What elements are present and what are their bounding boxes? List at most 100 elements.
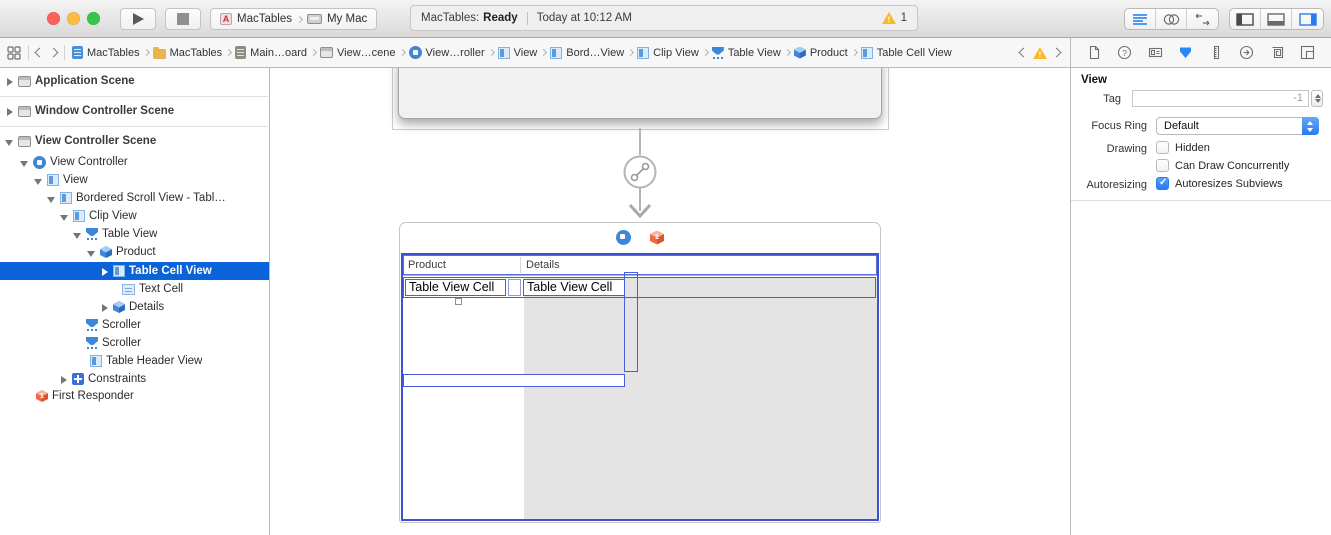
- outline-row-application-scene[interactable]: Application Scene: [0, 72, 269, 90]
- toggle-navigator-button[interactable]: [1230, 9, 1261, 29]
- minimize-window-button[interactable]: [67, 12, 80, 25]
- back-button[interactable]: [34, 47, 45, 58]
- assistant-editor-button[interactable]: [1156, 9, 1187, 29]
- outline-row-scroller-2[interactable]: Scroller: [0, 334, 269, 352]
- warning-icon[interactable]: !: [881, 12, 896, 24]
- outline-row-view-controller[interactable]: View Controller: [0, 153, 269, 171]
- tag-field[interactable]: -1: [1132, 90, 1309, 107]
- standard-editor-button[interactable]: [1125, 9, 1156, 29]
- scheme-selector[interactable]: A MacTables My Mac: [210, 8, 378, 30]
- ruler-icon: [1213, 45, 1219, 60]
- disclosure-triangle-icon[interactable]: [60, 212, 69, 221]
- tab-quick-help[interactable]: ?: [1114, 42, 1136, 64]
- view-controller-icon[interactable]: [616, 230, 631, 245]
- breadcrumb-item-group[interactable]: MacTables: [152, 46, 222, 59]
- view-controller-scene[interactable]: 1 Product Details Table View Cell Table …: [399, 222, 881, 523]
- disclosure-triangle-icon[interactable]: [73, 230, 82, 239]
- tab-attributes-inspector[interactable]: [1175, 42, 1197, 64]
- segue-connector[interactable]: [609, 128, 671, 220]
- related-items-icon[interactable]: [7, 45, 21, 60]
- outline-row-constraints[interactable]: Constraints: [0, 370, 269, 388]
- breadcrumb-item-scene[interactable]: View…cene: [320, 47, 396, 59]
- warning-icon[interactable]: !: [1033, 46, 1047, 59]
- breadcrumb-item-table-view[interactable]: Table View: [712, 47, 781, 59]
- breadcrumb-item-column[interactable]: Product: [793, 46, 848, 59]
- table-view-cell-product[interactable]: Table View Cell: [405, 279, 506, 296]
- tab-view-effects-inspector[interactable]: [1297, 42, 1319, 64]
- autoresizes-subviews-checkbox[interactable]: [1156, 177, 1169, 190]
- disclosure-triangle-icon[interactable]: [34, 176, 43, 185]
- table-header-row[interactable]: Product Details: [403, 255, 877, 276]
- outline-row-table-header-view[interactable]: Table Header View: [0, 352, 269, 370]
- table-view-cell-details[interactable]: Table View Cell: [523, 279, 625, 296]
- tab-identity-inspector[interactable]: [1144, 42, 1166, 64]
- table-view-selected[interactable]: Product Details Table View Cell Table Vi…: [401, 253, 879, 521]
- disclosure-triangle-icon[interactable]: [20, 158, 29, 167]
- outline-row-table-cell-view[interactable]: Table Cell View: [0, 262, 269, 280]
- hidden-checkbox[interactable]: [1156, 141, 1169, 154]
- outline-row-product-column[interactable]: Product: [0, 243, 269, 261]
- outline-row-view[interactable]: View: [0, 171, 269, 189]
- outline-row-view-controller-scene[interactable]: View Controller Scene: [0, 132, 269, 150]
- column-header-product[interactable]: Product: [408, 259, 446, 271]
- vertical-scroller-outline[interactable]: [624, 272, 638, 372]
- warning-count[interactable]: 1: [900, 12, 907, 24]
- column-divider[interactable]: [520, 257, 521, 273]
- outline-row-first-responder[interactable]: 1 First Responder: [0, 387, 269, 405]
- interface-builder-canvas[interactable]: 1 Product Details Table View Cell Table …: [270, 68, 1070, 535]
- focus-ring-popup[interactable]: Default: [1156, 117, 1319, 135]
- zoom-window-button[interactable]: [87, 12, 100, 25]
- outline-row-text-cell[interactable]: Text Cell: [0, 280, 269, 298]
- horizontal-scroller-outline[interactable]: [403, 374, 625, 387]
- breadcrumb-item-storyboard[interactable]: Main…oard: [235, 46, 307, 59]
- disclosure-triangle-icon[interactable]: [5, 107, 14, 116]
- toggle-debug-area-button[interactable]: [1261, 9, 1292, 29]
- disclosure-spacer: [73, 321, 82, 330]
- tab-size-inspector[interactable]: [1205, 42, 1227, 64]
- cell-spacer-box[interactable]: [508, 279, 521, 296]
- disclosure-triangle-icon[interactable]: [5, 77, 14, 86]
- disclosure-triangle-icon[interactable]: [100, 267, 109, 276]
- tab-connections-inspector[interactable]: [1236, 42, 1258, 64]
- run-button[interactable]: [120, 8, 156, 30]
- activity-viewer[interactable]: MacTables: Ready Today at 10:12 AM ! 1: [410, 5, 918, 31]
- details-column-area[interactable]: [524, 277, 877, 519]
- disclosure-triangle-icon[interactable]: [87, 248, 96, 257]
- table-row-selected[interactable]: Table View Cell Table View Cell: [403, 277, 876, 298]
- outline-row-bordered-scroll-view[interactable]: Bordered Scroll View - Tabl…: [0, 189, 269, 207]
- breadcrumb-item-scroll-view[interactable]: Bord…View: [550, 46, 624, 59]
- previous-issue-button[interactable]: [1018, 47, 1029, 58]
- disclosure-triangle-icon[interactable]: [47, 194, 56, 203]
- can-draw-concurrently-checkbox[interactable]: [1156, 159, 1169, 172]
- outline-row-clip-view[interactable]: Clip View: [0, 207, 269, 225]
- breadcrumb-item-project[interactable]: MacTables: [72, 46, 140, 59]
- tab-file-inspector[interactable]: [1083, 42, 1105, 64]
- folder-icon: [152, 46, 166, 59]
- disclosure-spacer: [77, 357, 86, 366]
- disclosure-triangle-icon[interactable]: [59, 375, 68, 384]
- outline-row-table-view[interactable]: Table View: [0, 225, 269, 243]
- disclosure-triangle-icon[interactable]: [100, 303, 109, 312]
- stop-button[interactable]: [165, 8, 201, 30]
- first-responder-icon[interactable]: 1: [650, 230, 664, 245]
- toggle-inspector-button[interactable]: [1292, 9, 1323, 29]
- breadcrumb-item-view-controller[interactable]: View…roller: [408, 46, 485, 59]
- breadcrumb-item-table-cell-view[interactable]: Table Cell View: [860, 46, 952, 59]
- outline-row-scroller-1[interactable]: Scroller: [0, 316, 269, 334]
- tag-stepper[interactable]: [1311, 90, 1323, 107]
- outline-row-details-column[interactable]: Details: [0, 298, 269, 316]
- window-bottom-fragment[interactable]: [398, 68, 882, 119]
- application-scene-icon: [18, 75, 31, 87]
- close-window-button[interactable]: [47, 12, 60, 25]
- disclosure-triangle-icon[interactable]: [5, 137, 14, 146]
- column-header-details[interactable]: Details: [526, 259, 560, 271]
- tab-bindings-inspector[interactable]: [1266, 42, 1288, 64]
- product-column-area[interactable]: [403, 277, 524, 519]
- breadcrumb-item-clip-view[interactable]: Clip View: [637, 46, 699, 59]
- outline-row-window-controller-scene[interactable]: Window Controller Scene: [0, 102, 269, 120]
- version-editor-button[interactable]: [1187, 9, 1218, 29]
- breadcrumb-item-view[interactable]: View: [497, 46, 537, 59]
- selection-resize-handle[interactable]: [455, 298, 462, 305]
- forward-button[interactable]: [48, 47, 59, 58]
- next-issue-button[interactable]: [1051, 47, 1062, 58]
